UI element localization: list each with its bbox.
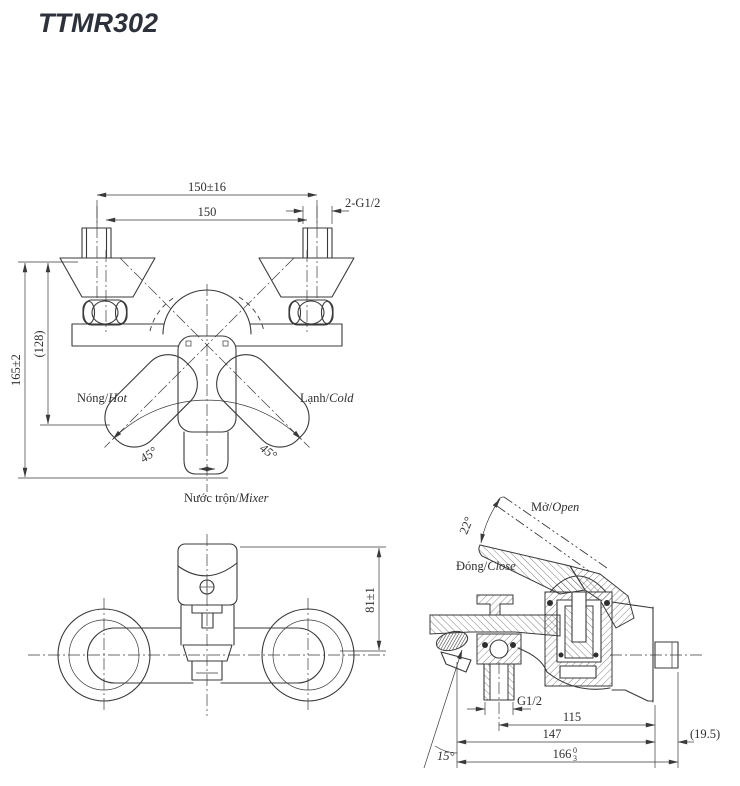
hot-label: Nóng/Hot <box>77 391 128 405</box>
cold-label: Lạnh/Cold <box>300 391 354 405</box>
dim-height-body: (128) <box>32 330 46 357</box>
dim-overall-tol-lower: 3 <box>573 754 577 763</box>
mounted-view-drawing: 81±1 <box>28 534 388 716</box>
dim-overall-tol-upper: 0 <box>573 746 577 755</box>
dim-wall-offset: (19.5) <box>690 727 720 741</box>
section-view-drawing: 22° Mở/Open Đóng/Close <box>423 496 720 769</box>
dim-depth-inner: 115 <box>563 710 581 724</box>
angle-left-label: 45° <box>137 444 159 466</box>
dim-height-overall: 165±2 <box>9 354 23 386</box>
angle-right-label: 45° <box>257 441 279 463</box>
close-label: Đóng/Close <box>456 559 516 573</box>
dim-open-angle: 22° <box>457 515 477 536</box>
dim-spout-angle: 15° <box>437 749 455 763</box>
dim-overall: 166 <box>553 747 572 761</box>
dim-depth-body: 147 <box>543 727 562 741</box>
dim-thread-pair: 2-G1/2 <box>345 196 380 210</box>
page-title: TTMR302 <box>38 8 159 38</box>
dim-mounted-height: 81±1 <box>363 587 377 613</box>
dim-span-adjust: 150±16 <box>188 180 226 194</box>
mixer-label: Nước trộn/Mixer <box>184 491 269 505</box>
dim-span: 150 <box>198 205 217 219</box>
dim-outlet-thread: G1/2 <box>517 694 542 708</box>
open-label: Mở/Open <box>531 500 579 514</box>
front-view-drawing: 45° 45° Nóng/Hot Lạnh/Cold Nước trộn/Mix… <box>9 180 380 505</box>
